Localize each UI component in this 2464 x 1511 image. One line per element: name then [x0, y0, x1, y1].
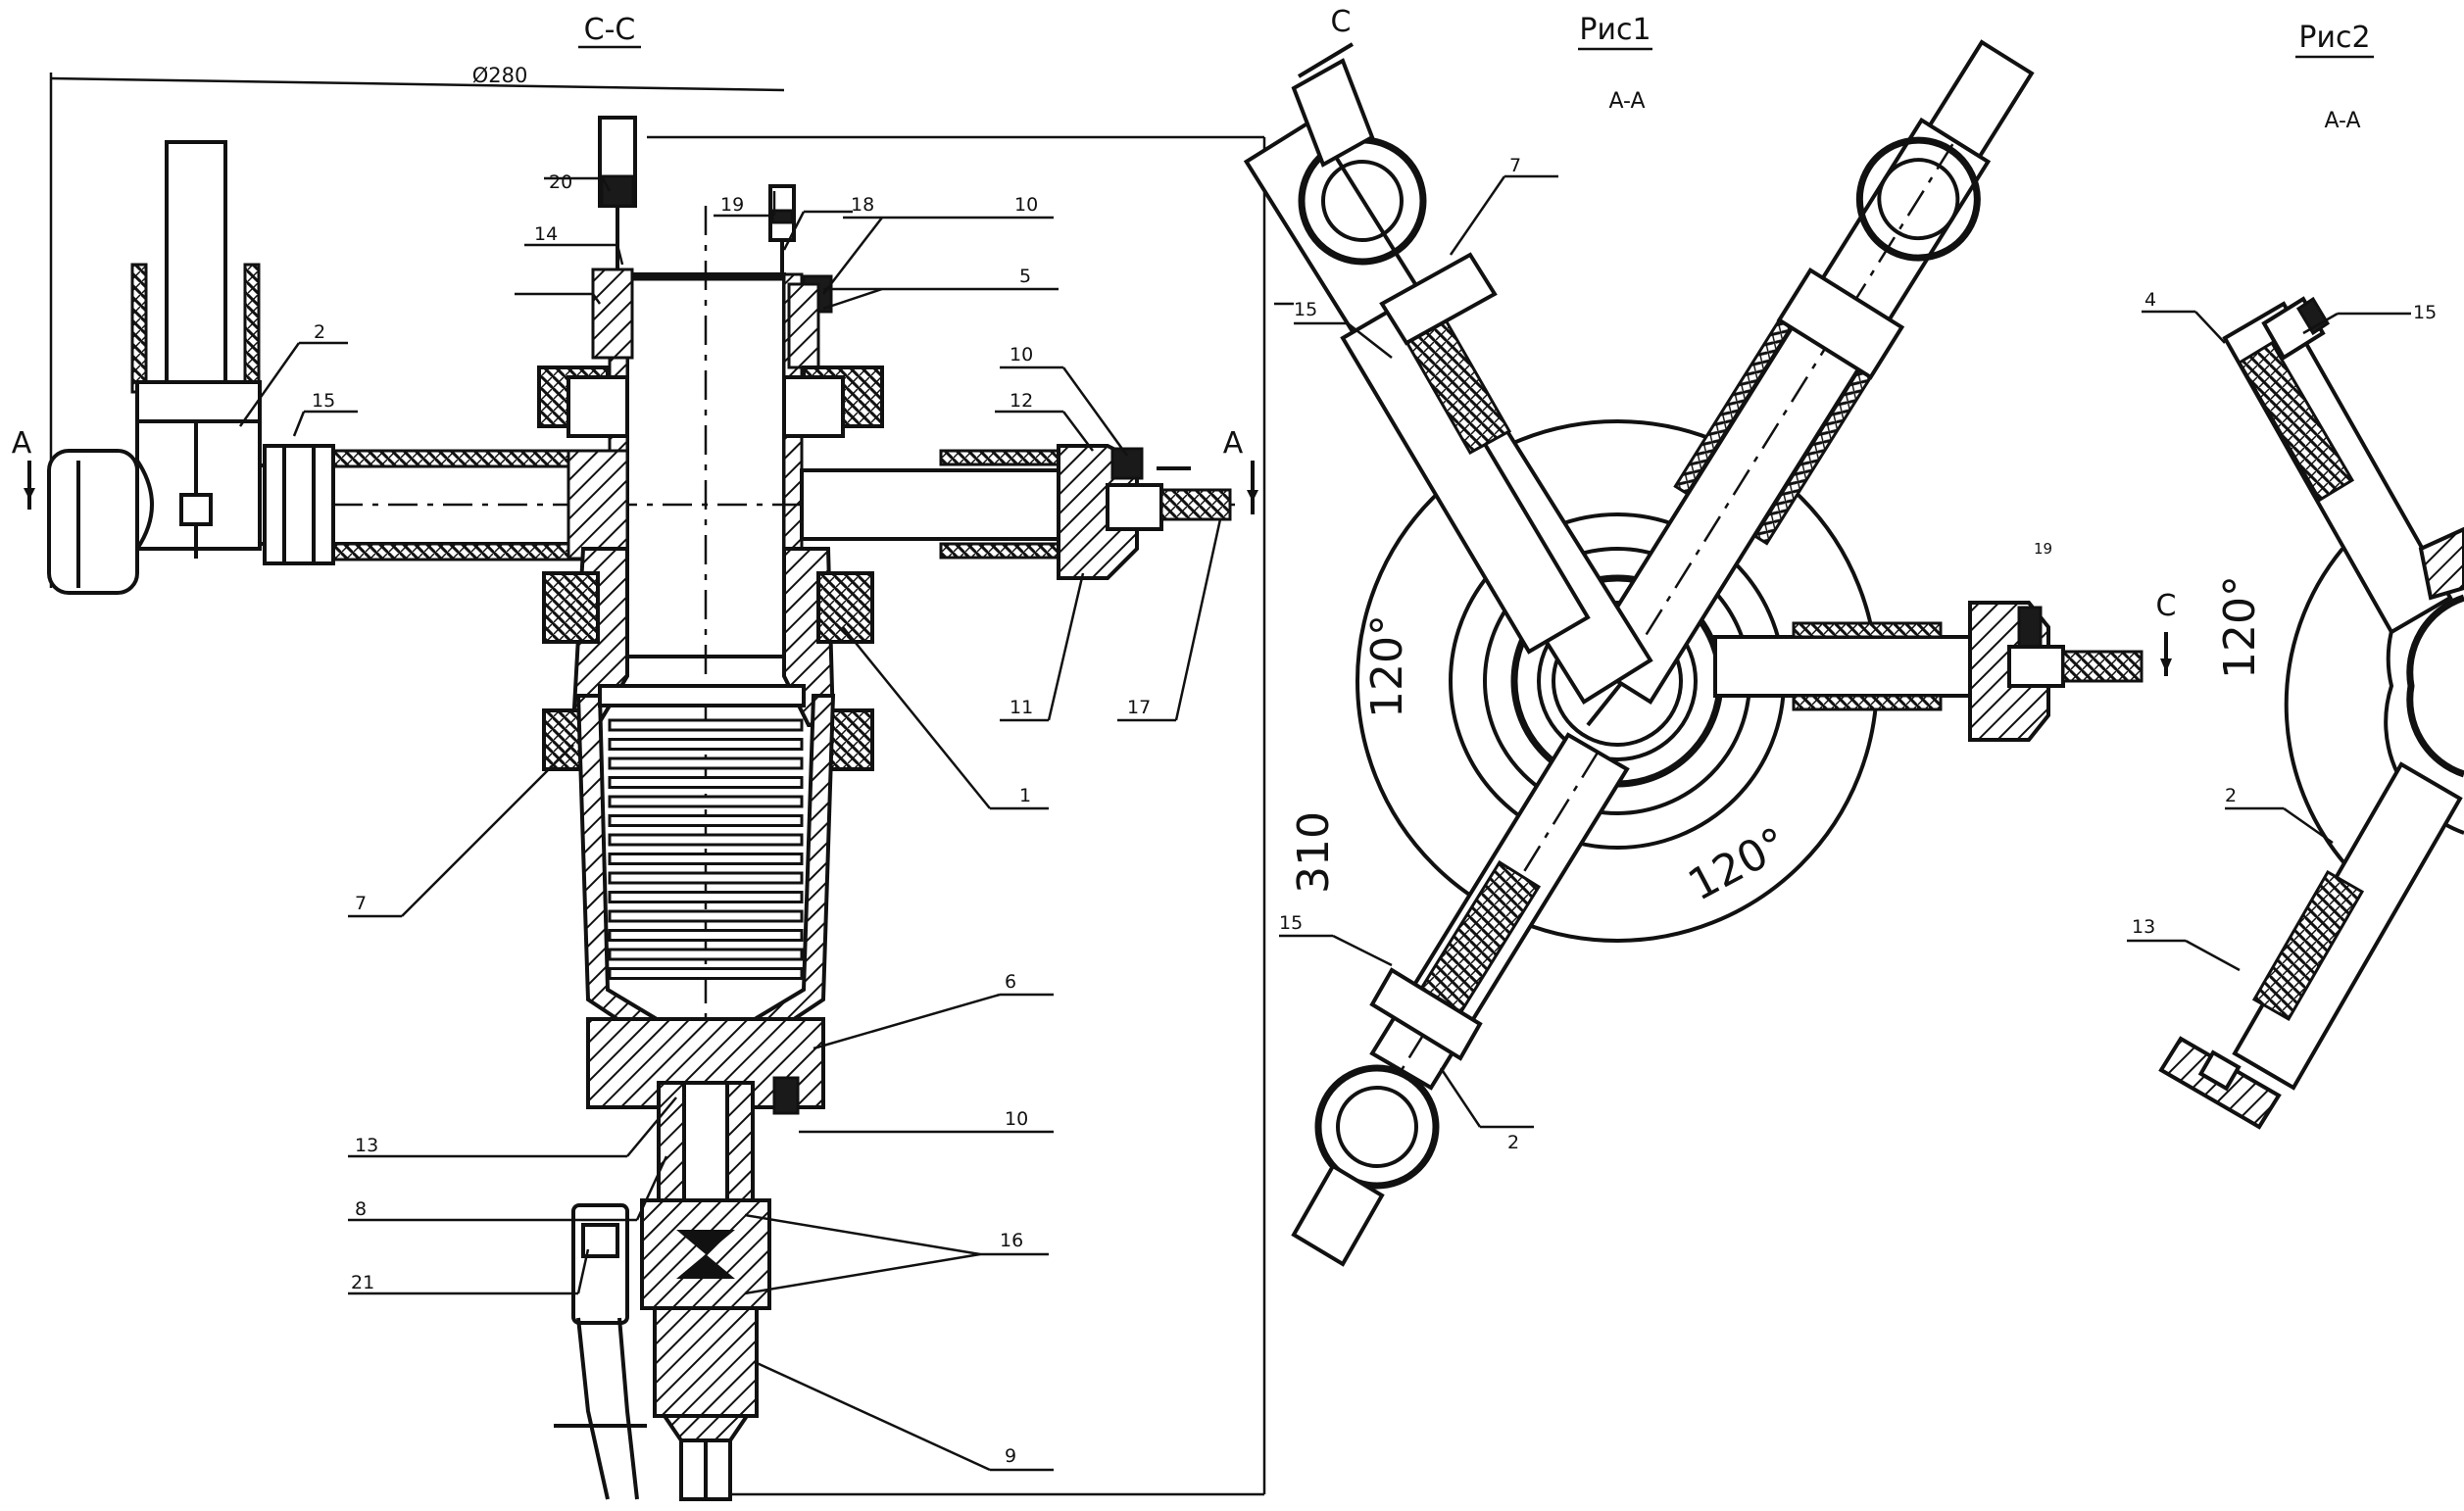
- fig2-angle: 120°: [2215, 575, 2265, 679]
- fig1-callout-15-bottom: 15: [1279, 912, 1303, 934]
- figure-1-section: A-A: [1608, 89, 1645, 114]
- section-marker-a-right: A: [1223, 426, 1244, 461]
- figure-2-section: A-A: [2324, 109, 2360, 133]
- callout-8: 8: [355, 1198, 367, 1220]
- heating-coil: [608, 718, 804, 980]
- callout-10-right: 10: [1010, 344, 1033, 366]
- coil-turn: [608, 871, 804, 885]
- fig2-callout-15: 15: [2413, 302, 2437, 323]
- fig1-callout-19: 19: [2034, 540, 2052, 558]
- section-marker-a-left: A: [12, 426, 32, 461]
- callout-19: 19: [720, 194, 744, 216]
- coil-turn: [608, 967, 804, 980]
- coil-turn: [608, 929, 804, 942]
- section-marker-c-right: C: [2156, 589, 2177, 623]
- callout-21: 21: [351, 1272, 374, 1293]
- callout-5: 5: [1019, 266, 1031, 287]
- side-bent-tube: [554, 1203, 647, 1500]
- section-marker-c-top: C: [1331, 5, 1352, 39]
- figure-2-title: Рис2: [2298, 21, 2370, 55]
- figure-1-title: Рис1: [1579, 13, 1651, 47]
- callout-17: 17: [1127, 697, 1151, 718]
- coil-turn: [608, 738, 804, 751]
- fig1-callout-7: 7: [1509, 155, 1521, 176]
- callout-14: 14: [534, 223, 558, 245]
- callout-16: 16: [1000, 1230, 1023, 1251]
- callout-2: 2: [314, 321, 325, 343]
- coil-turn: [608, 853, 804, 865]
- coil-turn: [608, 776, 804, 789]
- right-valve-assembly: [800, 444, 1232, 580]
- fig1-lower-arm-detail: [1291, 732, 1630, 1267]
- callout-1: 1: [1019, 785, 1031, 806]
- callout-12: 12: [1010, 390, 1033, 412]
- dimension-height: 310: [1289, 811, 1339, 894]
- callout-10-top: 10: [1014, 194, 1038, 216]
- dimension-diameter: Ø280: [472, 64, 528, 87]
- figure-2-view: Рис2 A-A 120° 4 15 2 13: [2127, 21, 2464, 1130]
- callout-18: 18: [851, 194, 874, 216]
- callout-15: 15: [312, 390, 335, 412]
- fig1-upper-arm-detail: [1291, 58, 1591, 655]
- section-c-c-view: C-C Ø280 310: [12, 13, 1339, 1501]
- fig1-right-arm: [1713, 601, 2144, 742]
- fig2-callout-2: 2: [2225, 785, 2237, 806]
- fig2-callout-13: 13: [2132, 916, 2155, 938]
- tee-fitting: [47, 140, 262, 595]
- coil-turn: [608, 833, 804, 847]
- coil-turn: [608, 909, 804, 923]
- figure-1-view: Рис1 A-A C: [1243, 5, 2177, 1267]
- callout-7: 7: [355, 893, 367, 914]
- fig1-angle-bottom: 120°: [1680, 818, 1796, 911]
- top-right-nozzle: [768, 184, 833, 369]
- fig1-callout-15-top: 15: [1294, 299, 1317, 320]
- fig1-angle-left: 120°: [1362, 614, 1412, 718]
- coil-turn: [608, 814, 804, 827]
- top-left-nozzle: [591, 116, 637, 360]
- bottom-outlet: [640, 1081, 771, 1501]
- fig1-upper-arm: [1581, 39, 2035, 705]
- section-title: C-C: [584, 13, 636, 47]
- callout-9: 9: [1005, 1445, 1016, 1467]
- callout-20: 20: [549, 171, 572, 193]
- coil-turn: [608, 891, 804, 903]
- fig1-callout-2: 2: [1507, 1132, 1519, 1153]
- callout-13: 13: [355, 1135, 378, 1156]
- fig2-callout-4: 4: [2144, 289, 2156, 311]
- callout-11: 11: [1010, 697, 1033, 718]
- callout-6: 6: [1005, 971, 1016, 993]
- coil-turn: [608, 756, 804, 770]
- coil-turn: [608, 718, 804, 732]
- callout-10-bottom: 10: [1005, 1108, 1028, 1130]
- coil-turn: [608, 948, 804, 961]
- coil-turn: [608, 795, 804, 808]
